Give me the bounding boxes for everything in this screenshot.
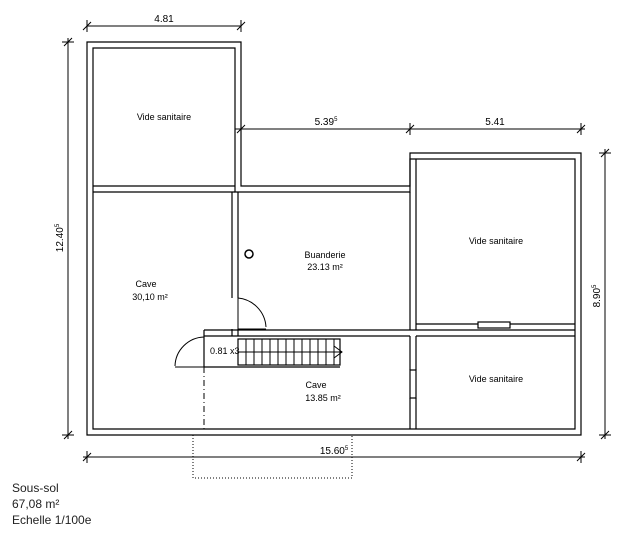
- room-cave-west-name: Cave: [135, 279, 156, 289]
- room-buanderie-name: Buanderie: [304, 250, 345, 260]
- staircase: [237, 338, 343, 366]
- dim-top-width: 4.81: [154, 14, 174, 25]
- plan-legend: Sous-sol 67,08 m² Echelle 1/100e: [12, 480, 91, 528]
- room-vide-east: Vide sanitaire: [469, 236, 523, 246]
- dimension-lines: [62, 20, 611, 463]
- room-cave-south-name: Cave: [305, 380, 326, 390]
- dim-right-height: 8.905: [592, 284, 603, 307]
- room-vide-se: Vide sanitaire: [469, 374, 523, 384]
- legend-area: 67,08 m²: [12, 497, 60, 511]
- dim-mid-width: 5.395: [315, 117, 338, 128]
- dim-left-height: 12.405: [55, 223, 66, 252]
- door-cave-buanderie: [237, 297, 267, 330]
- drain-icon: [244, 249, 254, 259]
- door-stair: [174, 336, 205, 368]
- dim-total-width: 15.605: [320, 446, 349, 457]
- room-buanderie-area: 23.13 m²: [307, 262, 343, 272]
- legend-level: Sous-sol: [12, 481, 59, 495]
- dashed-access: [192, 367, 353, 479]
- legend-scale: Echelle 1/100e: [12, 513, 92, 527]
- outer-walls: [86, 41, 582, 436]
- room-cave-south-area: 13.85 m²: [305, 393, 341, 403]
- room-cave-west-area: 30,10 m²: [132, 292, 168, 302]
- stair-label: 0.81 x3: [210, 346, 240, 356]
- room-vide-nw: Vide sanitaire: [137, 112, 191, 122]
- dim-right-width: 5.41: [485, 117, 505, 128]
